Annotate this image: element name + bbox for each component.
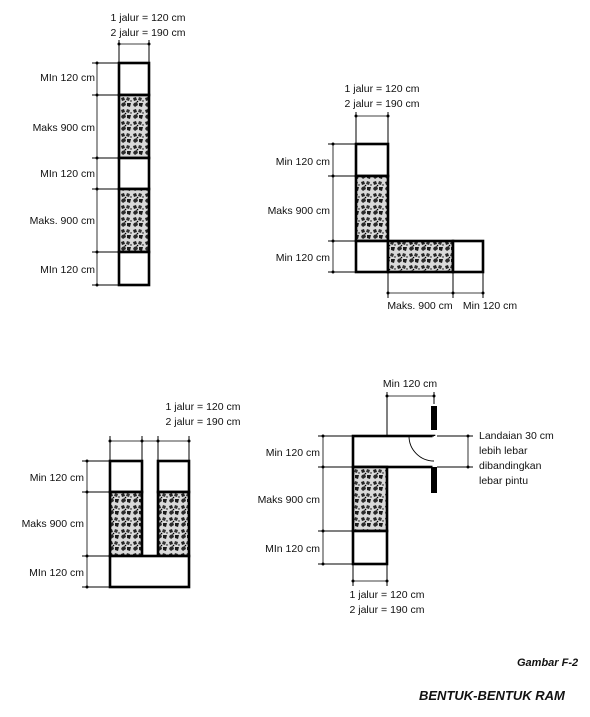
fig2-dim-label-2: Maks 900 cm [268, 205, 331, 217]
fig4-note-line-4: lebar pintu [479, 475, 528, 487]
fig1-dim-label-4: Maks. 900 cm [30, 215, 96, 227]
fig1-dim-label-3: MIn 120 cm [40, 168, 95, 180]
fig2-landing-corner [354, 239, 390, 274]
fig2-dim-label-3: Min 120 cm [276, 252, 331, 264]
fig2-dim-label-1: Min 120 cm [276, 156, 331, 168]
fig3-dim-label-1: Min 120 cm [30, 472, 85, 484]
fig4-landing-door [351, 434, 436, 469]
fig1-width-1lane: 1 jalur = 120 cm [111, 12, 186, 24]
fig4-width-2lane: 2 jalur = 190 cm [350, 604, 425, 616]
fig3-width-dimension [108, 436, 191, 460]
door-icon [408, 406, 437, 493]
fig4-bottom-width-dimension [351, 565, 389, 586]
fig2-width-dimension [354, 112, 390, 143]
fig2-horizontal-dimension [386, 273, 485, 298]
fig4-landing-bottom [351, 529, 389, 566]
figure-l-shaped-ramp: 1 jalur = 120 cm 2 jalur = 190 cm Min 12… [268, 83, 518, 312]
figure-caption: Gambar F-2 [517, 657, 578, 669]
fig4-note-line-1: Landaian 30 cm [479, 430, 554, 442]
fig4-extra-landing-dimension [437, 434, 473, 469]
fig1-ramp-lower [117, 187, 151, 254]
fig4-dim-label-3: MIn 120 cm [265, 543, 320, 555]
fig4-vertical-dimension [318, 434, 352, 566]
fig2-ramp-vertical [354, 174, 390, 243]
fig3-landing-right-top [156, 459, 191, 494]
fig3-ramp-right [156, 490, 191, 558]
fig3-ramp-left [108, 490, 144, 558]
fig4-note-line-3: dibandingkan [479, 460, 542, 472]
fig3-width-2lane: 2 jalur = 190 cm [166, 416, 241, 428]
fig4-top-label: Min 120 cm [383, 378, 438, 390]
fig4-dim-label-1: Min 120 cm [266, 447, 321, 459]
fig3-dim-label-2: Maks 900 cm [22, 518, 85, 530]
fig3-vertical-dimension [82, 459, 109, 589]
fig2-ramp-horizontal [386, 239, 455, 274]
fig2-vertical-dimension [328, 142, 355, 274]
fig1-landing-middle [117, 156, 151, 191]
figure-ramp-with-door: Min 120 cm Min 120 cm M [258, 378, 554, 616]
fig2-width-1lane: 1 jalur = 120 cm [345, 83, 420, 95]
fig1-width-dimension [117, 40, 151, 62]
fig1-landing-top [117, 61, 151, 97]
fig2-landing-end [451, 239, 485, 274]
fig1-landing-bottom [117, 250, 151, 287]
fig4-width-1lane: 1 jalur = 120 cm [350, 589, 425, 601]
figure-title: BENTUK-BENTUK RAM [419, 688, 566, 703]
fig2-horizontal-label-landing: Min 120 cm [463, 300, 518, 312]
fig1-dim-label-5: MIn 120 cm [40, 264, 95, 276]
figure-straight-ramp: 1 jalur = 120 cm 2 jalur = 190 cm MIn 12… [30, 12, 186, 287]
fig2-landing-top [354, 142, 390, 178]
fig2-horizontal-label-ramp: Maks. 900 cm [387, 300, 453, 312]
fig1-dim-label-1: MIn 120 cm [40, 72, 95, 84]
fig4-dim-label-2: Maks 900 cm [258, 494, 321, 506]
fig1-vertical-dimension [92, 61, 118, 287]
fig1-width-2lane: 2 jalur = 190 cm [111, 27, 186, 39]
fig2-width-2lane: 2 jalur = 190 cm [345, 98, 420, 110]
fig4-ramp [351, 465, 389, 533]
fig4-note-line-2: lebih lebar [479, 445, 528, 457]
fig1-dim-label-2: Maks 900 cm [33, 122, 96, 134]
fig1-ramp-upper [117, 93, 151, 160]
fig4-landing-width-dimension [385, 392, 436, 435]
fig3-landing-left-top [108, 459, 144, 494]
fig3-width-1lane: 1 jalur = 120 cm [166, 401, 241, 413]
figure-u-shaped-ramp: 1 jalur = 120 cm 2 jalur = 190 cm Min 12… [22, 401, 241, 589]
fig3-landing-turn [108, 554, 191, 589]
fig3-dim-label-3: MIn 120 cm [29, 567, 84, 579]
